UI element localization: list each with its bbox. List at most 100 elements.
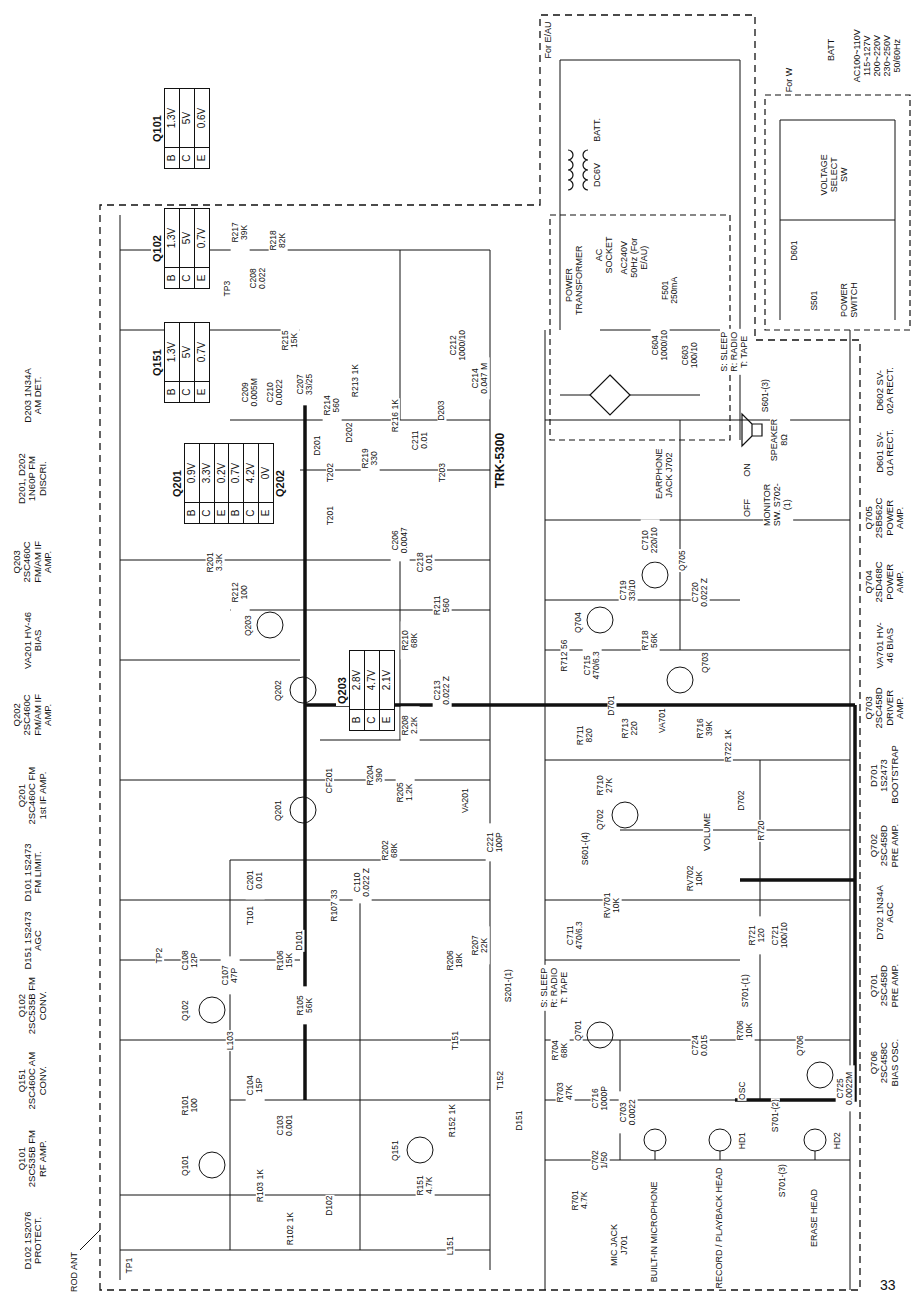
tape-wiring [545,330,850,1290]
part-label: C218 0.01 [416,543,435,581]
page-number: 33 [879,1278,897,1293]
part-label: L103 [225,1030,234,1051]
part-label: R106 15K [276,941,295,979]
transistor-symbol [587,607,613,633]
board-outline [100,15,860,1290]
part-label: R710 27K [596,766,615,804]
part-label: R206 18K [446,941,465,979]
voltage-row: C4.2V [243,444,258,523]
part-label: T152 [496,1069,505,1090]
part-label: D201 [313,434,322,456]
part-description: Q201 2SC460C FM 1st IF AMP. [17,763,48,827]
voltage-grid: B1.3VC5VE0.7V [164,208,210,289]
voltage-grid: B1.3VC5VE0.6V [164,88,210,169]
part-label: R208 2.2K [401,706,420,744]
voltage-row: E0.2V [214,444,229,523]
part-label: R218 82K [269,221,288,259]
part-description: Q101 2SC535B FM RF AMP. [17,1126,48,1190]
part-label: R207 22K [471,926,490,964]
part-description: Q203 2SC460C FM/AM IF AMP. [12,530,54,594]
part-label: Q705 [677,549,686,572]
part-label: R219 330 [361,439,380,477]
transistor-symbol [642,562,668,588]
transformer-coil [568,150,588,190]
terminal-letter: C [180,381,194,402]
part-label: R706 10K [736,1011,755,1049]
part-description: Q701 2SC458D PRE AMP. [869,956,900,1014]
terminal-letter: E [259,502,273,523]
terminal-letter: C [244,502,258,523]
transistor-name: Q102 [151,233,164,264]
power-wiring [560,60,895,440]
part-label: C211 0.01 [411,421,430,459]
note-text: BATT [827,38,837,62]
part-label: R214 560 [323,386,342,424]
transistor-name: Q202 [274,468,287,499]
note-text: MIC JACK J701 [610,1222,630,1268]
part-description: D151 1S2473 AGC [23,908,44,972]
part-label: R716 39K [696,709,715,747]
voltage-value: 5V [180,89,194,147]
part-label: C720 0.022 Z [691,571,710,613]
part-label: OSC [738,1080,747,1100]
part-label: T201 [326,504,335,525]
part-label: R210 68K [401,621,420,659]
part-description: D102 1S2076 PROTECT. [23,1208,44,1272]
transistor-symbol [290,677,316,703]
part-label: T151 [451,1029,460,1050]
voltage-value: 5V [180,323,194,381]
voltage-row: E0.7V [194,323,209,402]
terminal-letter: C [200,502,214,523]
part-description: Q102 2SC535B FM CONV. [17,973,48,1037]
part-label: C214 0.047 M [471,357,490,399]
part-description: VA701 HV-46 BIAS [875,616,896,674]
part-label: C206 0.0047 [391,519,410,561]
radio-wiring [80,215,490,1280]
transistor-symbol [612,802,638,828]
voltage-value: 0.6V [195,89,209,147]
part-label: C725 0.0022M [836,1065,855,1111]
voltage-value: 4.7V [365,651,379,709]
part-description: VA201 HV-46 BIAS [23,608,44,672]
voltage-value: 0V [259,444,273,502]
note-text: AC100~110V 115~127V 200~220V 230~250V 50… [853,22,902,88]
voltage-value: 0.9V [185,444,199,502]
part-label: C719 33/10 [619,569,638,611]
voltage-row: C5V [179,323,194,402]
part-label: R152 1K [447,1103,456,1138]
voltage-table: Q101B1.3VC5VE0.6V [151,88,210,169]
note-text: ON [743,462,753,478]
part-description: Q702 2SC458D PRE AMP. [869,816,900,874]
part-label: C207 33/25 [296,363,315,405]
voltage-row: B1.3V [165,323,179,402]
part-label: R151 4.7K [416,1166,435,1204]
part-label: C212 1000/10 [449,324,468,366]
part-label: C210 0.0022 [266,371,285,413]
part-label: C221 100P [486,823,505,861]
part-label: R721 120 [748,916,767,954]
part-label: C108 12P [181,941,200,979]
voltage-row: C5V [179,209,194,288]
part-label: R201 3.3K [206,543,225,581]
part-label: R213 1K [350,363,359,398]
terminal-letter: E [195,267,209,288]
note-text: AC240V 50Hz (For E/AU) [620,229,650,287]
part-label: D701 [607,694,616,716]
part-label: Q701 [573,1019,582,1042]
part-label: R212 100 [231,573,250,611]
voltage-table: B0.7VC4.2VE0VQ202 [228,443,287,524]
note-text: BUILT-IN MICROPHONE [650,1181,660,1284]
transistor-name: Q101 [151,113,164,144]
part-label: C110 0.022 Z [353,861,372,903]
part-label: R103 1K [255,1168,264,1203]
voltage-value: 1.3V [165,209,179,267]
voltage-row: B0.7V [229,444,243,523]
part-label: TP2 [155,946,164,964]
note-text: EARPHONE JACK J702 [655,450,675,500]
transistor-symbol [290,797,316,823]
head-symbol [804,1129,826,1151]
part-label: Q202 [273,679,282,702]
voltage-value: 1.3V [165,89,179,147]
part-label: R216 1K [390,398,399,433]
